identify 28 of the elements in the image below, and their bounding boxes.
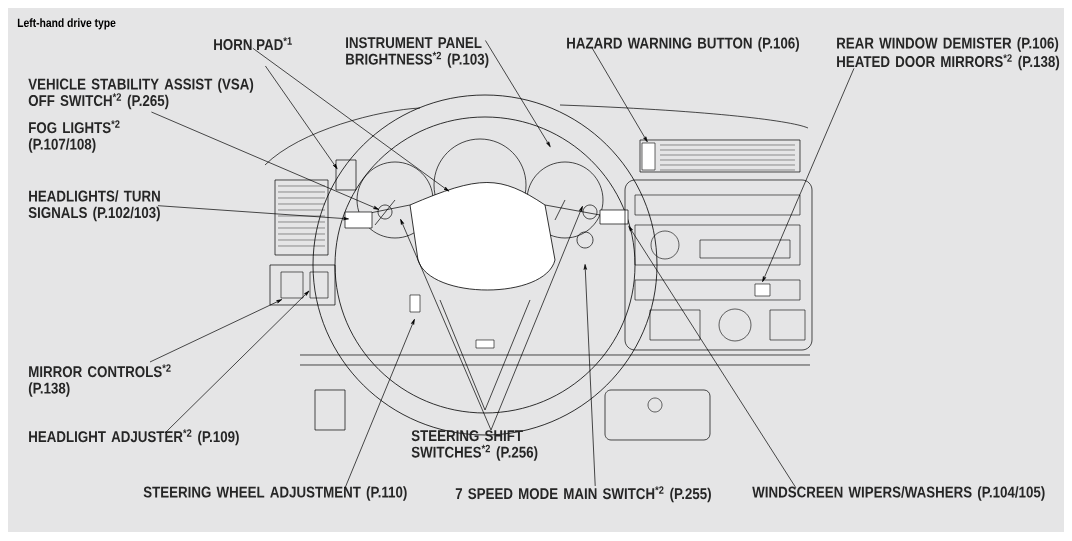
leader-line xyxy=(252,47,450,192)
callout-label: STEERING SHIFT SWITCHES$^{*2}$ (P.256) xyxy=(411,430,538,461)
callout-label: INSTRUMENT PANEL BRIGHTNESS$^{*2}$ (P.103) xyxy=(346,37,489,68)
leader-line xyxy=(400,218,492,431)
leader-line xyxy=(485,40,551,148)
callout-label: HAZARD WARNING BUTTON (P.106) xyxy=(567,37,799,52)
leader-line xyxy=(762,68,855,283)
callout-label: FOG LIGHTS$^{*2}$ (P.107/108) xyxy=(28,120,120,153)
leader-line xyxy=(265,65,338,170)
diagram-title: Left-hand drive type xyxy=(17,18,116,30)
leader-line xyxy=(628,225,797,489)
leader-line xyxy=(490,206,583,431)
callout-label: 7 SPEED MODE MAIN SWITCH$^{*2}$ (P.255) xyxy=(455,486,711,503)
callout-label: REAR WINDOW DEMISTER (P.106) HEATED DOOR MIRRORS$^{*2}$ (P.138) xyxy=(837,37,1060,71)
callout-label: HEADLIGHT ADJUSTER$^{*2}$ (P.109) xyxy=(29,429,239,446)
callout-label: WINDSCREEN WIPERS/WASHERS (P.104/105) xyxy=(752,486,1045,501)
callout-label: HORN PAD$^{*1}$ xyxy=(214,37,292,51)
callout-label: VEHICLE STABILITY ASSIST (VSA) OFF SWITCH$^{*2}$ (P.265) xyxy=(28,78,254,110)
callout-label: STEERING WHEEL ADJUSTMENT (P.110) xyxy=(143,486,407,501)
callout-label: HEADLIGHTS/ TURN SIGNALS (P.102/103) xyxy=(28,190,160,222)
leader-line xyxy=(591,47,648,143)
leader-line xyxy=(151,111,380,210)
callout-label: MIRROR CONTROLS$^{*2}$ (P.138) xyxy=(28,364,171,397)
leader-line xyxy=(344,318,415,489)
leader-line xyxy=(149,299,283,363)
leader-line xyxy=(164,290,310,434)
leader-line xyxy=(157,205,349,221)
leader-line xyxy=(583,264,596,487)
